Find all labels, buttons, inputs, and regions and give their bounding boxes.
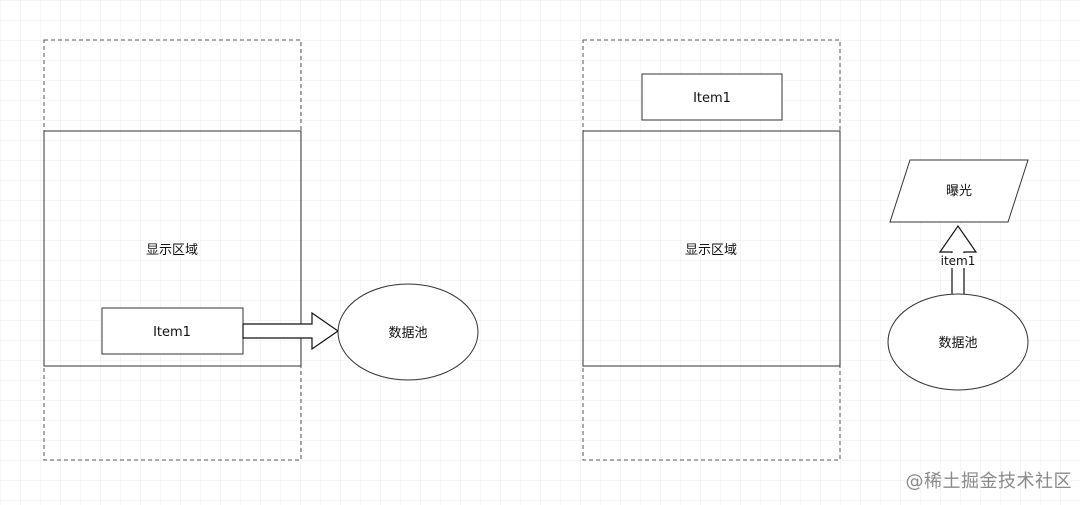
left-data-pool (337, 283, 479, 381)
left-data-pool-label: 数据池 (388, 326, 427, 341)
left-diagram: 显示区域 Item1 数据池 (43, 39, 479, 461)
exposure-parallelogram (889, 159, 1029, 223)
left-item-box (101, 307, 244, 355)
right-diagram: Item1 显示区域 曝光 item1 数据池 (582, 39, 1029, 461)
exposure-label: 曝光 (946, 184, 972, 199)
left-item-label: Item1 (153, 325, 191, 340)
right-display-area-label: 显示区域 (685, 243, 737, 258)
watermark: @稀土掘金技术社区 (905, 471, 1072, 492)
right-item-label: Item1 (693, 91, 731, 106)
arrow-label: item1 (941, 254, 976, 268)
left-display-area-label: 显示区域 (146, 243, 198, 258)
right-item-box (641, 73, 783, 121)
right-display-area (582, 130, 841, 367)
right-data-pool (887, 293, 1029, 391)
left-arrow-right (242, 311, 340, 351)
right-data-pool-label: 数据池 (938, 336, 977, 351)
arrow-label-bg (940, 253, 976, 268)
left-display-area (43, 130, 302, 367)
